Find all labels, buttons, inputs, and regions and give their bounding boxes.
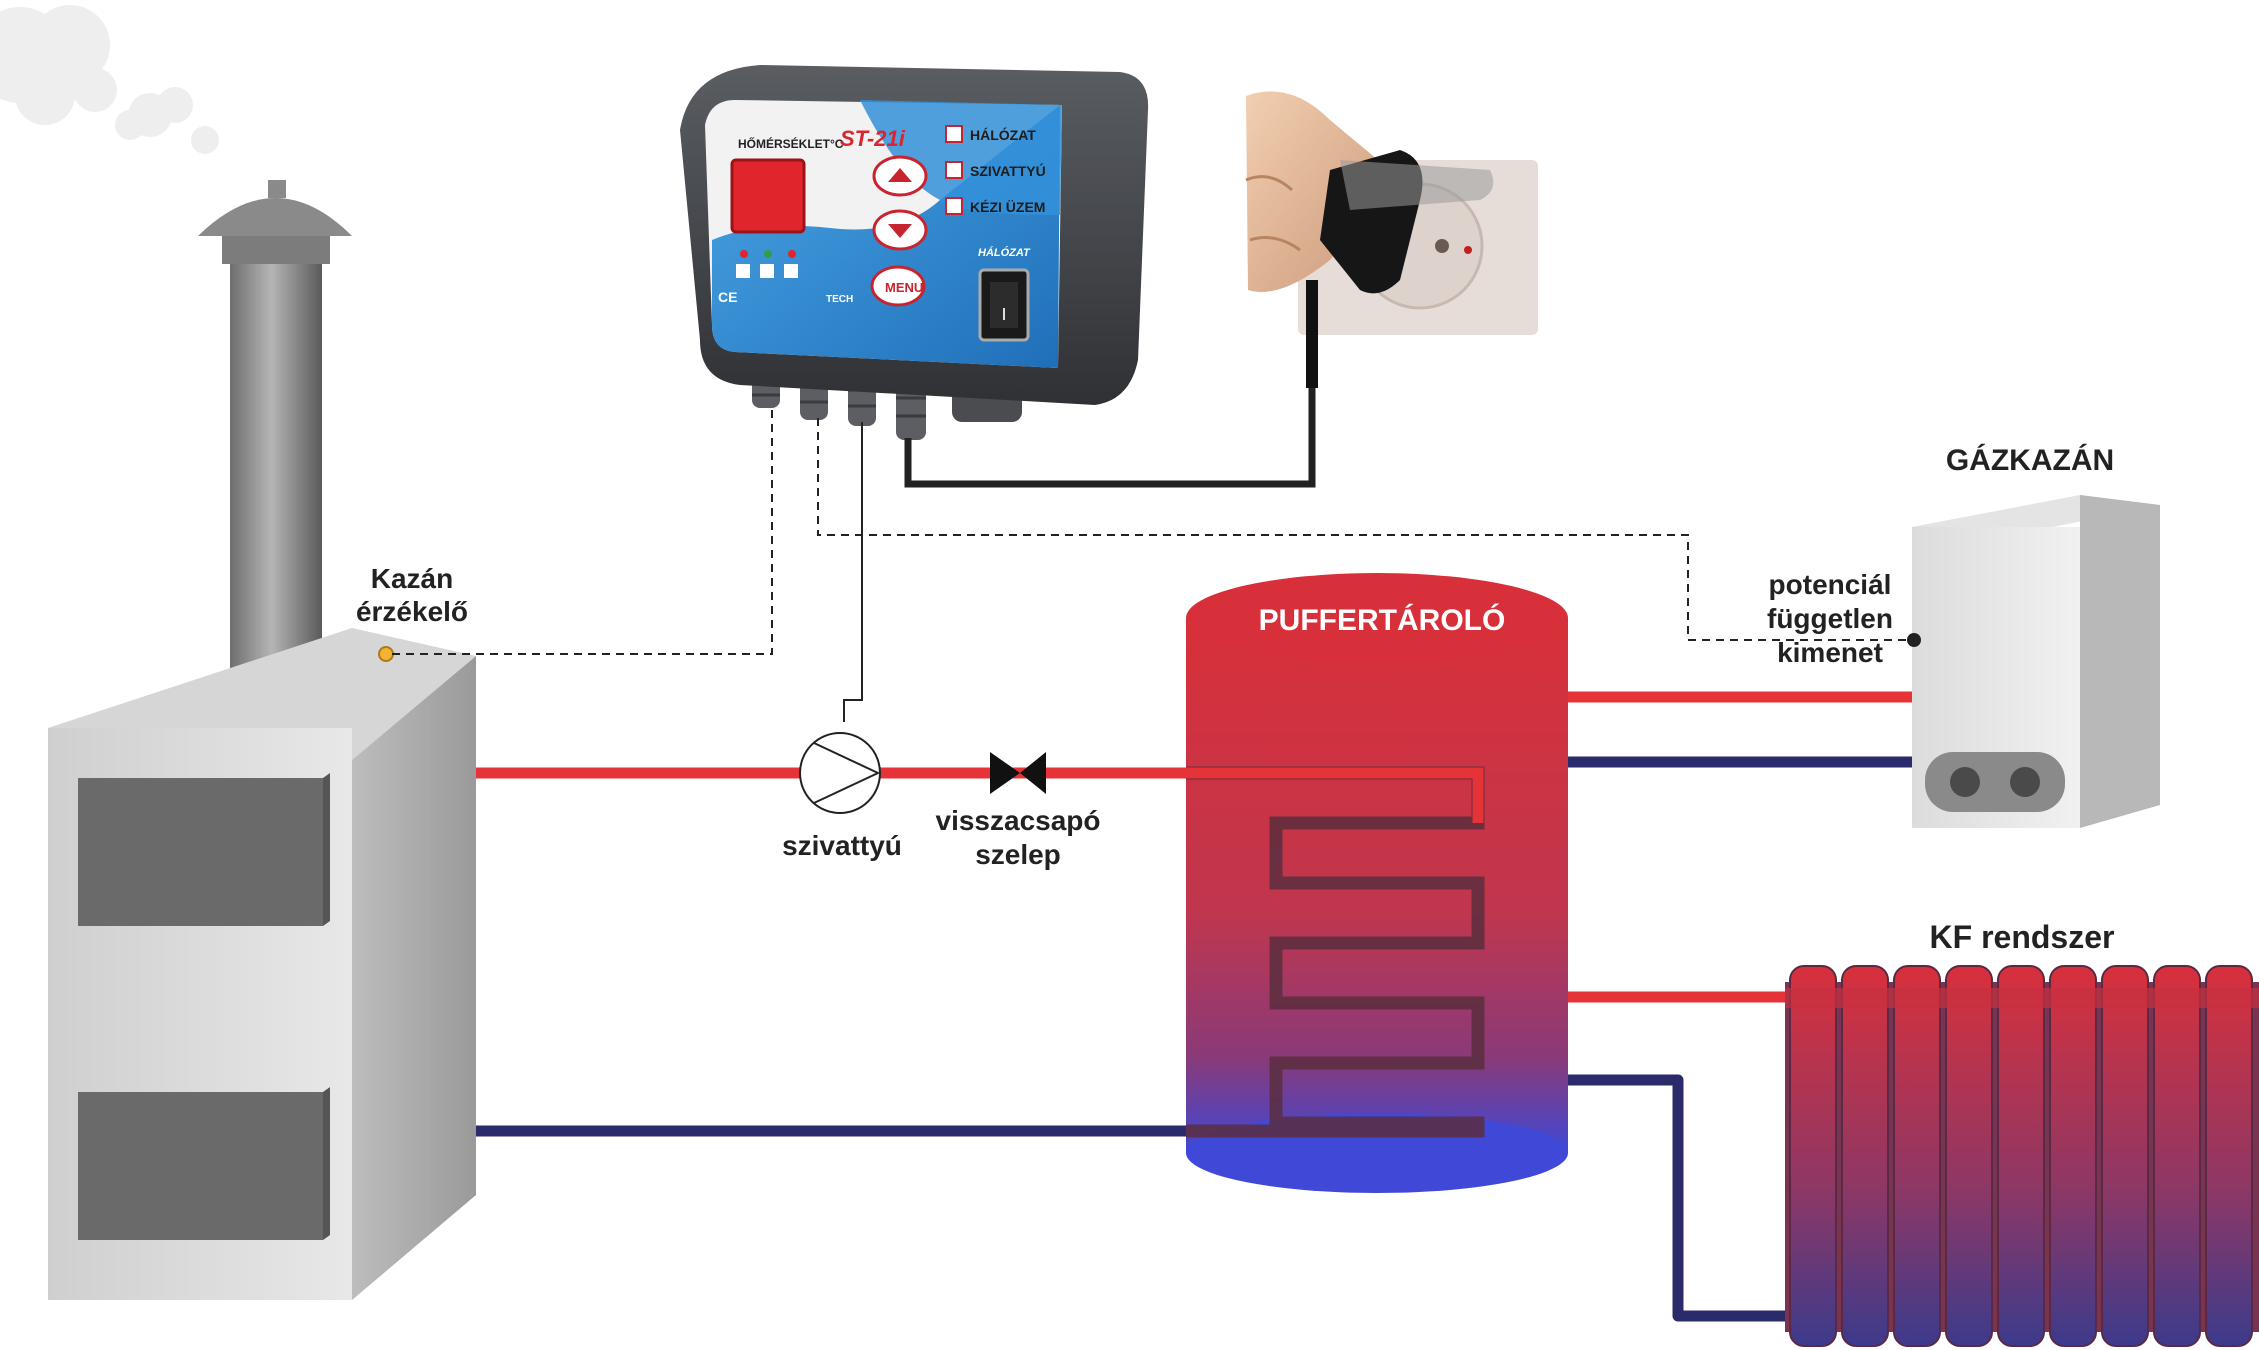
gas-boiler-label: GÁZKAZÁN: [1946, 443, 2114, 477]
menu-button: [870, 265, 926, 307]
potential-free-cable: [817, 418, 1914, 641]
hand-icon: [945, 197, 963, 215]
ce-mark: CE: [718, 289, 737, 305]
check-valve-label-1: visszacsapó: [936, 805, 1101, 836]
controller-model: ST-21i: [840, 126, 906, 151]
temperature-display: [730, 158, 806, 234]
potential-free-label-2: független: [1767, 603, 1893, 634]
chimney: [230, 262, 322, 674]
boiler-top: [48, 628, 476, 760]
brand-label: TECH: [826, 294, 853, 305]
buffer-tank-label: PUFFERTÁROLÓ: [1259, 603, 1506, 637]
boiler-upper-door: [78, 778, 323, 926]
sensor-cable: [392, 405, 773, 655]
solid-fuel-boiler: [48, 180, 476, 1300]
diagram-labels: Kazán érzékelő szivattyú visszacsapó sze…: [356, 443, 2115, 955]
heat-exchanger-coil: [1186, 766, 1485, 1138]
boiler-sensor-label-2: érzékelő: [356, 596, 468, 627]
potential-free-label-1: potenciál: [1769, 569, 1892, 600]
boiler-side: [352, 656, 476, 1300]
power-cable: [904, 385, 1316, 488]
control-wiring: [392, 385, 1914, 722]
indicator-list: HÁLÓZAT SZIVATTYÚ KÉZI ÜZEM: [945, 125, 1046, 215]
power-icon: [945, 125, 963, 143]
temperature-label: HŐMÉRSÉKLET°C: [738, 136, 844, 151]
gas-boiler: [1907, 495, 2160, 828]
check-valve-label-2: szelep: [975, 839, 1061, 870]
power-plug-photo: [1245, 91, 1538, 388]
potential-free-terminal: [1907, 633, 1921, 647]
mains-switch-label: HÁLÓZAT: [978, 246, 1031, 259]
potential-free-label-3: kimenet: [1777, 637, 1883, 668]
indicator-label-pump: SZIVATTYÚ: [970, 162, 1046, 179]
buffer-tank: [1186, 573, 1568, 1193]
indicator-label-network: HÁLÓZAT: [970, 126, 1036, 143]
pump-label: szivattyú: [782, 830, 902, 861]
check-valve-symbol: [990, 752, 1046, 794]
radiator: [1785, 965, 2259, 1347]
rad-cold-pipe: [1568, 1074, 1800, 1322]
pump-icon: [945, 161, 963, 179]
chimney-collar: [222, 234, 330, 264]
boiler-sensor-dot: [378, 646, 394, 662]
controller-st21i: HŐMÉRSÉKLET°C ST-21i MENU HÁLÓZAT SZIVAT…: [680, 65, 1149, 440]
menu-button-label: MENU: [885, 280, 923, 295]
boiler-lower-door: [78, 1092, 323, 1240]
pump-cable: [843, 422, 863, 722]
circulation-pump-symbol: [799, 732, 881, 814]
chimney-cap: [198, 198, 352, 236]
smoke-clouds: [0, 5, 219, 154]
radiator-system-label: KF rendszer: [1930, 919, 2115, 955]
indicator-label-manual: KÉZI ÜZEM: [970, 199, 1045, 215]
boiler-sensor-label-1: Kazán: [371, 563, 453, 594]
